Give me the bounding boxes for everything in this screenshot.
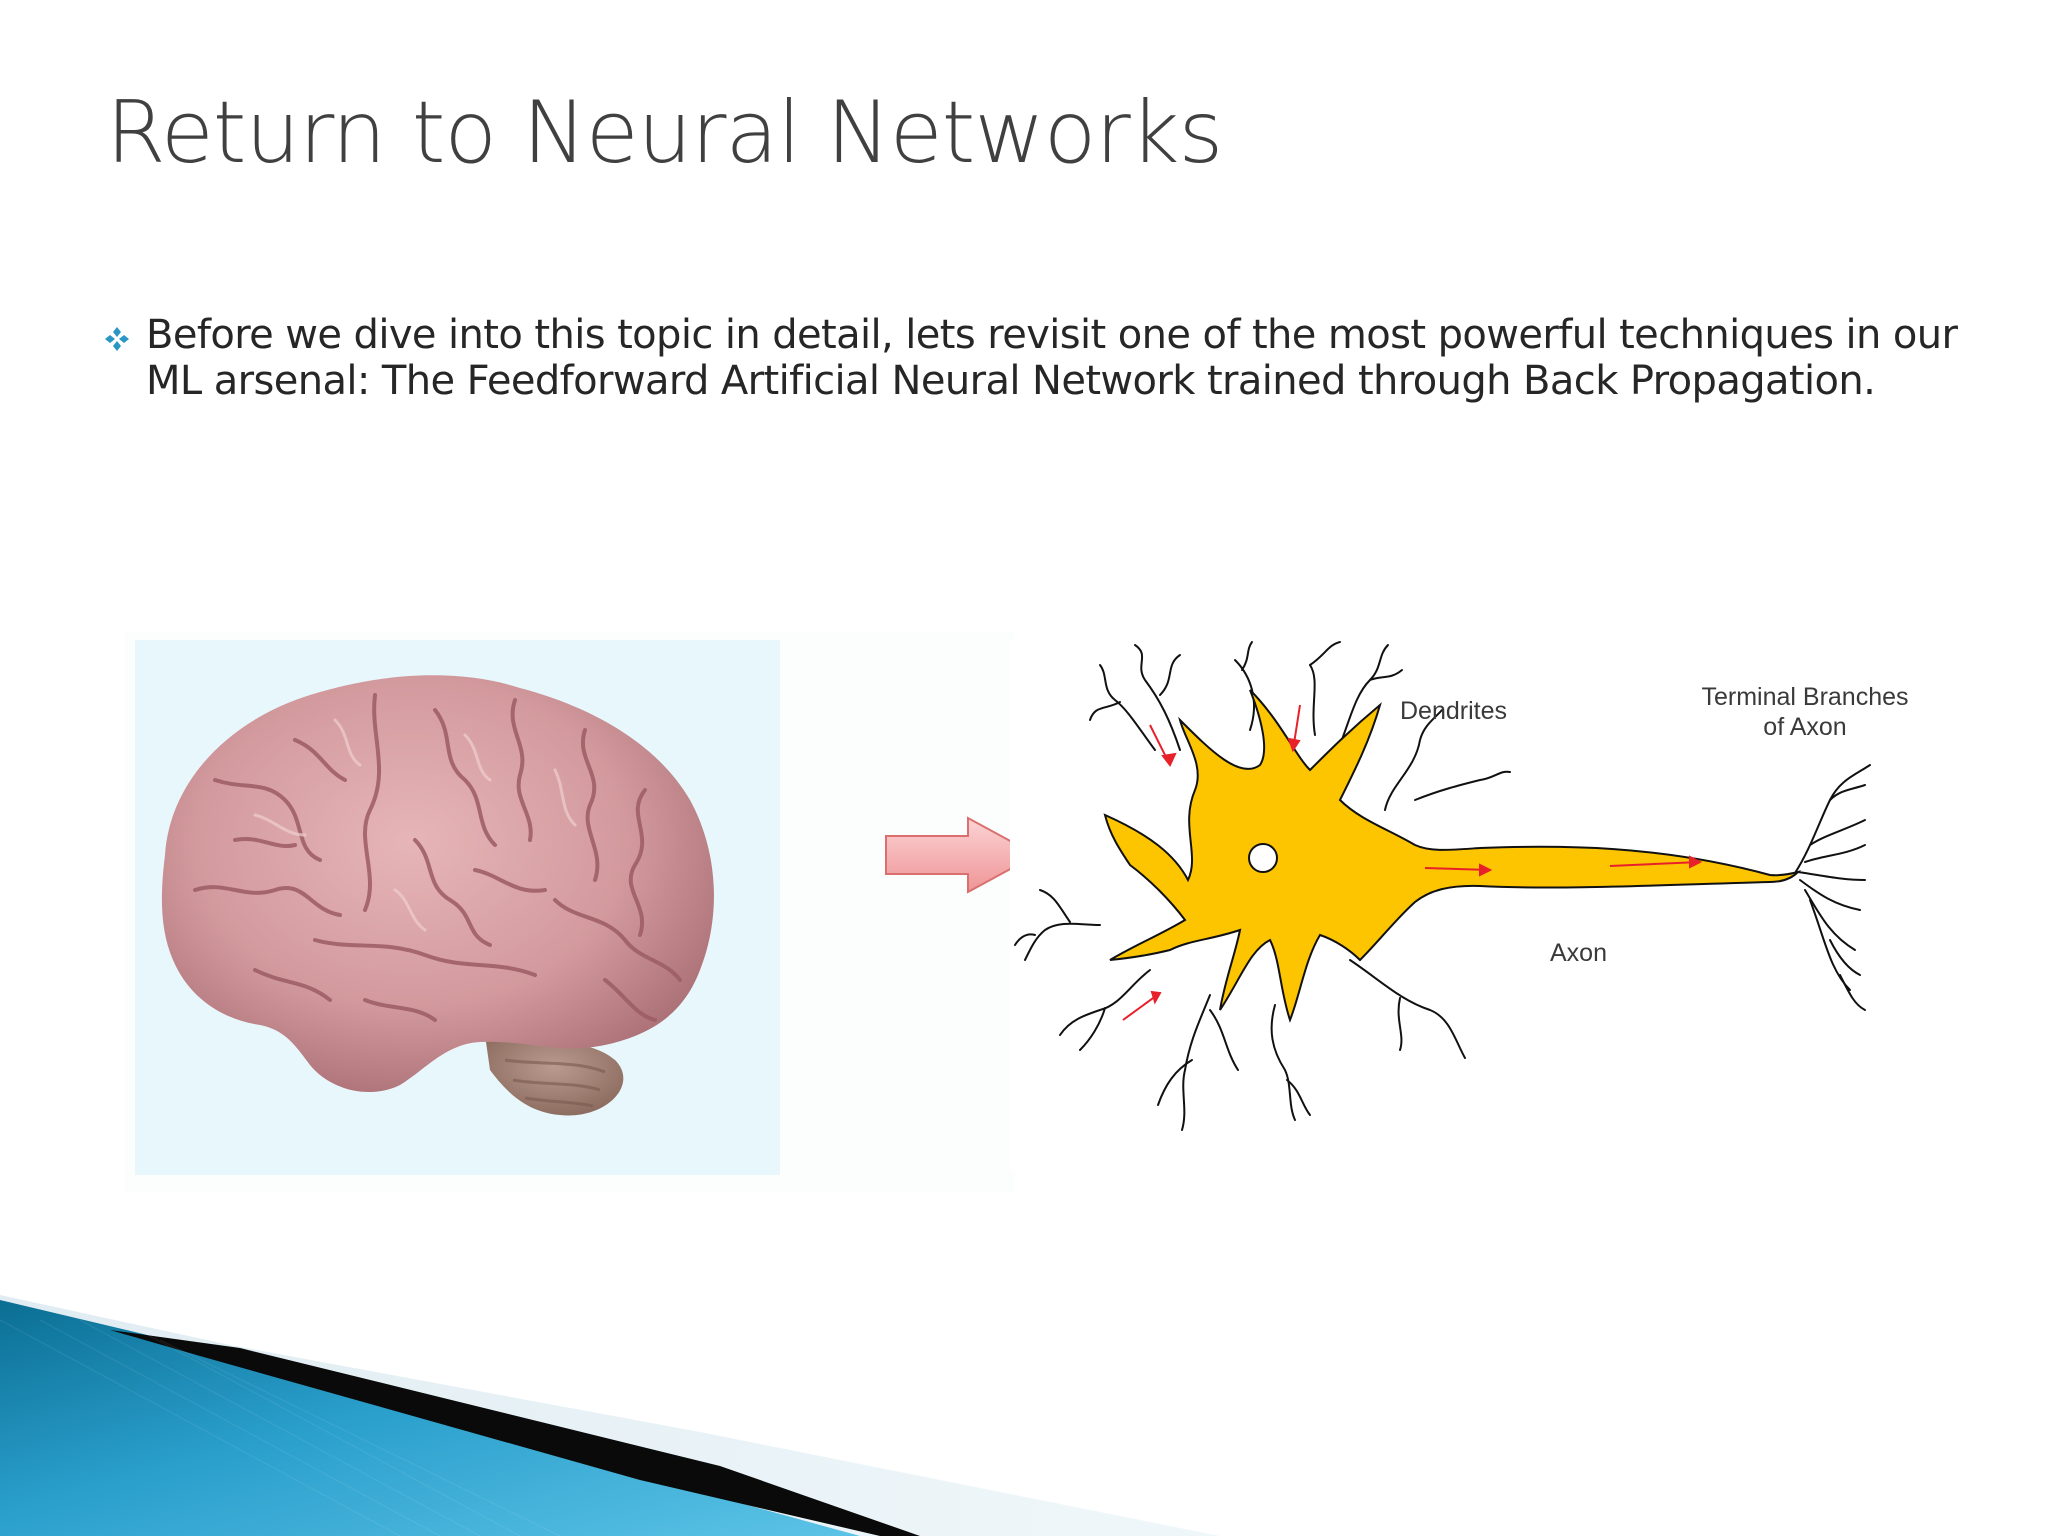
bullet-text: Before we dive into this topic in detail… [146,312,1958,404]
four-diamond-bullet-icon [105,327,129,351]
brain-photo [135,640,780,1175]
right-arrow-icon [885,816,1039,894]
slide-title: Return to Neural Networks [106,83,1223,183]
terminal-branches-line2: of Axon [1763,713,1847,741]
neuron-diagram: Dendrites Terminal Branches of Axon Axon [1010,640,1960,1170]
dendrites-label: Dendrites [1400,697,1507,725]
axon-label: Axon [1550,939,1607,967]
neuron-illustration [1014,641,1871,1131]
terminal-branches-line1: Terminal Branches [1701,683,1909,711]
brain-illustration [161,675,714,1116]
terminal-branches-label: Terminal Branches of Axon [1660,682,1950,742]
